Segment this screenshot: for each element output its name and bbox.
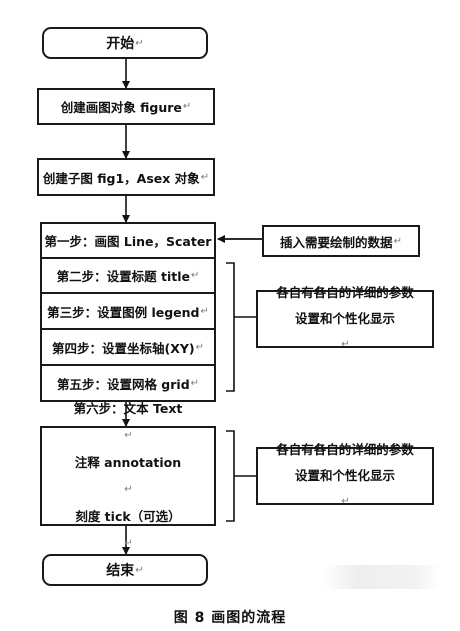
- insert-data-label: 插入需要绘制的数据: [280, 234, 393, 250]
- step6-line2: 注释 annotation↵: [74, 455, 182, 495]
- detail-note-2-line1: 各自有各自的详细的参数: [276, 442, 414, 457]
- detail-note-2: 各自有各自的详细的参数 设置和个性化显示↵: [256, 442, 434, 507]
- insert-data-note: 插入需要绘制的数据↵: [262, 225, 420, 257]
- bracket-steps: [226, 262, 235, 392]
- step5-label: 第五步：设置网格 grid: [56, 376, 190, 392]
- step1-label: 第一步：画图 Line，Scater: [44, 234, 212, 249]
- step3-label: 第三步：设置图例 legend: [47, 304, 200, 320]
- end-node: 结束↵: [42, 554, 208, 586]
- start-node: 开始↵: [42, 27, 208, 59]
- create-figure-label: 创建画图对象 figure: [60, 100, 182, 115]
- step4-node: 第四步：设置坐标轴(XY)↵: [40, 328, 216, 366]
- bracket-step6: [226, 430, 235, 522]
- step2-node: 第二步：设置标题 title↵: [40, 257, 216, 294]
- step6-line3: 刻度 tick（可选）↵: [75, 509, 181, 549]
- step1-node: 第一步：画图 Line，Scater: [40, 222, 216, 259]
- step4-label: 第四步：设置坐标轴(XY): [51, 340, 195, 356]
- start-label: 开始: [106, 36, 135, 52]
- create-subplot-node: 创建子图 fig1，Asex 对象↵: [37, 158, 215, 196]
- background-smudge: [322, 565, 440, 589]
- step2-label: 第二步：设置标题 title: [56, 269, 190, 284]
- detail-note-1-line1: 各自有各自的详细的参数: [276, 285, 414, 300]
- detail-note-1-line2: 设置和个性化显示↵: [294, 311, 395, 350]
- create-subplot-label: 创建子图 fig1，Asex 对象: [42, 170, 200, 186]
- step3-node: 第三步：设置图例 legend↵: [40, 292, 216, 330]
- step6-line1: 第六步：文本 Text↵: [73, 401, 183, 441]
- detail-note-1: 各自有各自的详细的参数 设置和个性化显示↵: [256, 285, 434, 350]
- end-label: 结束: [106, 563, 135, 579]
- step5-node: 第五步：设置网格 grid↵: [40, 364, 216, 402]
- figure-caption: 图 8 画图的流程: [173, 610, 287, 626]
- create-figure-node: 创建画图对象 figure↵: [37, 88, 215, 125]
- step6-node: 第六步：文本 Text↵ 注释 annotation↵ 刻度 tick（可选）↵: [40, 401, 216, 549]
- detail-note-2-line2: 设置和个性化显示↵: [294, 468, 395, 507]
